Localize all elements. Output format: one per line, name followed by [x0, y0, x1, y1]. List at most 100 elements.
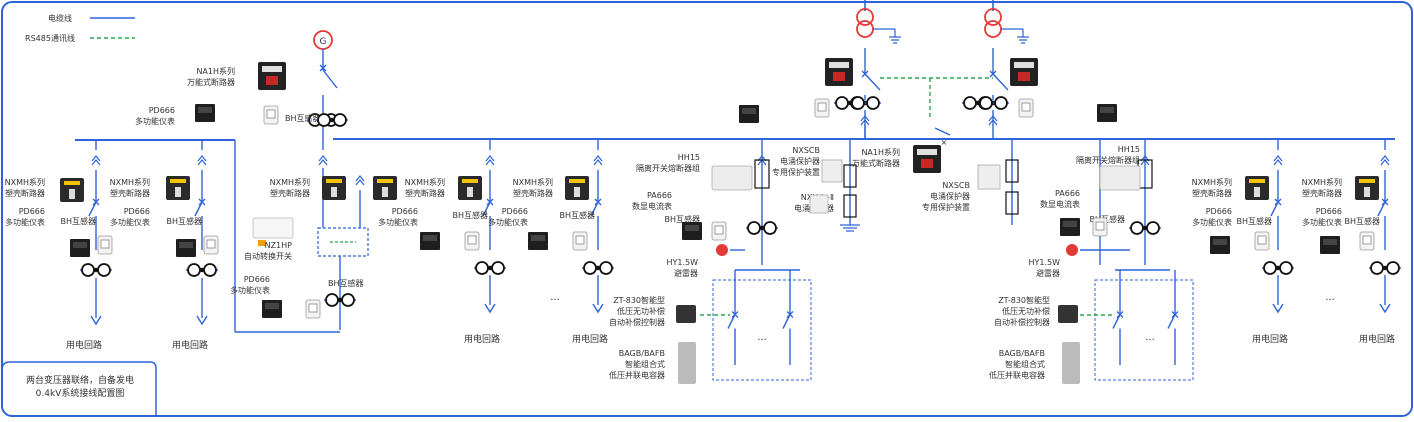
current-transformer-icon: [475, 261, 489, 275]
capacitor-cabinet-frame: [1094, 279, 1194, 381]
breaker-handle: [175, 187, 181, 197]
zt830-label: ZT-830智能型: [613, 295, 665, 305]
current-transformer-icon: [333, 113, 347, 127]
load-arrow-icon: [592, 303, 604, 314]
transformer-winding-icon: [984, 20, 1002, 38]
breaker-handle: [331, 187, 337, 197]
acb-button: [1018, 72, 1030, 81]
acb-panel: [262, 66, 282, 72]
plug-contact-icon: [197, 155, 207, 166]
zt830-label: 自动补偿控制器: [609, 317, 665, 327]
nxmh-label: 塑壳断路器: [110, 188, 150, 198]
acb-button: [833, 72, 845, 81]
meter-display: [685, 225, 699, 231]
meter-display: [423, 235, 437, 241]
breaker-trip-icon: [92, 198, 100, 206]
current-transformer-icon: [187, 263, 201, 277]
load-arrow-icon: [1272, 303, 1284, 314]
meter-display: [265, 303, 279, 309]
switch-blade-icon: [727, 314, 736, 329]
plug-contact-icon: [318, 155, 328, 166]
breaker-label-strip: [1249, 179, 1265, 183]
plug-contact-icon: [593, 155, 603, 166]
breaker-trip-icon: [319, 64, 327, 72]
breaker-trip-icon: [198, 198, 206, 206]
current-transformer-icon: [1263, 261, 1277, 275]
ct-node: [93, 267, 99, 273]
meter-display: [73, 242, 87, 248]
pa666-label: 数显电流表: [632, 201, 672, 211]
transformer-winding-icon: [856, 8, 874, 26]
hy-arrester-label: 避雷器: [674, 268, 698, 278]
ct-window: [1095, 221, 1105, 231]
meter-display: [1213, 239, 1227, 245]
meter-display: [1063, 221, 1077, 227]
bh-ct-label: BH互感器: [285, 113, 321, 123]
switch-blade-icon: [1377, 201, 1386, 217]
pd666-label: 多功能仪表: [488, 217, 528, 227]
breaker-label-strip: [462, 179, 478, 183]
bagb-label: BAGB/BAFB: [999, 349, 1045, 358]
bh-ct-label: BH互感器: [60, 216, 96, 226]
nxmh-label: 塑壳断路器: [1302, 188, 1342, 198]
ct-node: [595, 265, 601, 271]
ats-handle: [258, 240, 266, 246]
breaker-trip-icon: [786, 311, 794, 318]
switch-blade-icon: [1112, 314, 1121, 329]
current-transformer-icon: [994, 96, 1008, 110]
breaker-handle: [382, 187, 388, 197]
breaker-label-strip: [569, 179, 585, 183]
bh-ct-label: BH互感器: [559, 210, 595, 220]
nxscb-label: 电涌保护器: [930, 191, 970, 201]
legend-dashed-label: RS485通讯线: [25, 33, 75, 43]
breaker-trip-icon: [1274, 198, 1282, 206]
legend-solid-label: 电缆线: [48, 13, 72, 23]
nxmh-label: NXMH系列: [270, 177, 310, 187]
breaker-trip-icon: [486, 198, 494, 206]
pd666-label: 多功能仪表: [378, 217, 418, 227]
breaker-trip-icon: [1116, 311, 1124, 318]
pa666-label: PA666: [647, 191, 672, 200]
breaker-label-strip: [326, 179, 342, 183]
ct-window: [714, 225, 724, 235]
pd666-label: PD666: [124, 207, 150, 216]
meter-display: [1323, 239, 1337, 245]
spd-fuse-icon: [843, 164, 857, 188]
meter-display: [198, 107, 212, 113]
current-transformer-icon: [963, 96, 977, 110]
current-transformer-icon: [763, 221, 777, 235]
nz1hp-label: 自动转换开关: [244, 251, 292, 261]
current-transformer-icon: [1370, 261, 1384, 275]
na1h-left-label: 万能式断路器: [187, 77, 235, 87]
bagb-label: 智能组合式: [1005, 359, 1045, 369]
hy-arrester-label: HY1.5W: [666, 258, 698, 267]
pd666-label: 多功能仪表: [5, 217, 45, 227]
hh15-switch-icon: [711, 165, 753, 191]
hy-arrester-icon: [716, 244, 728, 256]
bh-ct-label: BH互感器: [328, 278, 364, 288]
switch-blade-icon: [482, 201, 491, 217]
load-circuit-label: 用电回路: [1252, 333, 1288, 345]
nxmh-label: 塑壳断路器: [5, 188, 45, 198]
ct-node: [975, 100, 981, 106]
ellipsis: ···: [550, 295, 560, 306]
pd666-label: 多功能仪表: [1302, 217, 1342, 227]
zt830-label: 低压无功补偿: [617, 306, 665, 316]
pd666-left-label: PD666: [149, 106, 175, 115]
zt830-label: 低压无功补偿: [1002, 306, 1050, 316]
current-transformer-icon: [583, 261, 597, 275]
load-arrow-icon: [1379, 303, 1391, 314]
nxscb-spd-icon: [821, 159, 843, 183]
ct-node: [1275, 265, 1281, 271]
meter-display: [531, 235, 545, 241]
pd666-left-label: 多功能仪表: [135, 116, 175, 126]
tie-switch-icon: [934, 127, 951, 136]
ct-window: [817, 102, 827, 112]
breaker-handle: [574, 187, 580, 197]
zt830-controller-icon: [1058, 305, 1078, 323]
nxmh-label: NXMH系列: [110, 177, 150, 187]
nxmh-label: NXMH系列: [513, 177, 553, 187]
meter-display: [1100, 107, 1114, 113]
breaker-label-strip: [377, 179, 393, 183]
